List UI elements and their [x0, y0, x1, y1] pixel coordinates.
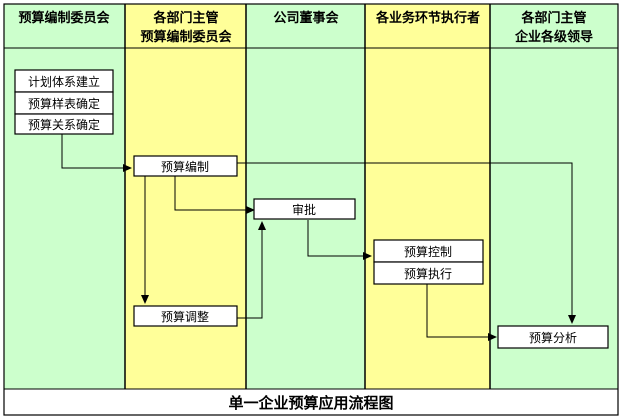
node-relation-label: 预算关系确定: [28, 117, 100, 132]
node-adjust-box: [133, 305, 238, 327]
node-execute-box: [373, 261, 484, 285]
lane-bg-2: [125, 4, 246, 389]
outer-border: [3, 3, 619, 416]
lane-header-2-line-2: 预算编制委员会: [140, 29, 232, 45]
diagram-caption: 单一企业预算应用流程图: [228, 394, 393, 412]
arrow-adjust-to-approve: [237, 221, 266, 319]
lane-header-1: 预算编制委员会: [18, 10, 110, 26]
arrow-setup-to-compile: [61, 134, 132, 172]
lane-header-4: 各业务环节执行者: [375, 10, 480, 26]
arrow-execute-to-analysis: [426, 284, 497, 341]
node-analysis-label: 预算分析: [529, 330, 577, 345]
node-adjust-label: 预算调整: [161, 309, 209, 324]
node-sample-table-label: 预算样表确定: [28, 96, 100, 111]
lane-header-5-line-1: 各部门主管: [520, 10, 586, 26]
node-compile-box: [133, 155, 238, 177]
arrow-compile-to-approve: [174, 176, 255, 214]
node-approve-label: 审批: [292, 202, 316, 217]
lane-header-2-line-1: 各部门主管: [152, 10, 218, 26]
lane-header-5-line-2: 企业各级领导: [514, 29, 593, 45]
node-plan-setup-label: 计划体系建立: [28, 74, 100, 89]
lane-header-3: 公司董事会: [273, 10, 339, 26]
caption-bg: [4, 389, 618, 415]
arrow-compile-to-analysis: [237, 162, 576, 324]
arrow-approve-to-control: [307, 220, 372, 260]
node-execute-label: 预算执行: [404, 266, 452, 281]
lane-bg-1: [4, 4, 125, 389]
node-relation-box: [14, 113, 114, 135]
node-control-label: 预算控制: [404, 244, 452, 259]
node-analysis-box: [497, 325, 609, 349]
node-compile-label: 预算编制: [161, 159, 209, 174]
lane-bg-5: [490, 4, 618, 389]
lane-bg-3: [246, 4, 365, 389]
node-approve-box: [253, 198, 356, 220]
